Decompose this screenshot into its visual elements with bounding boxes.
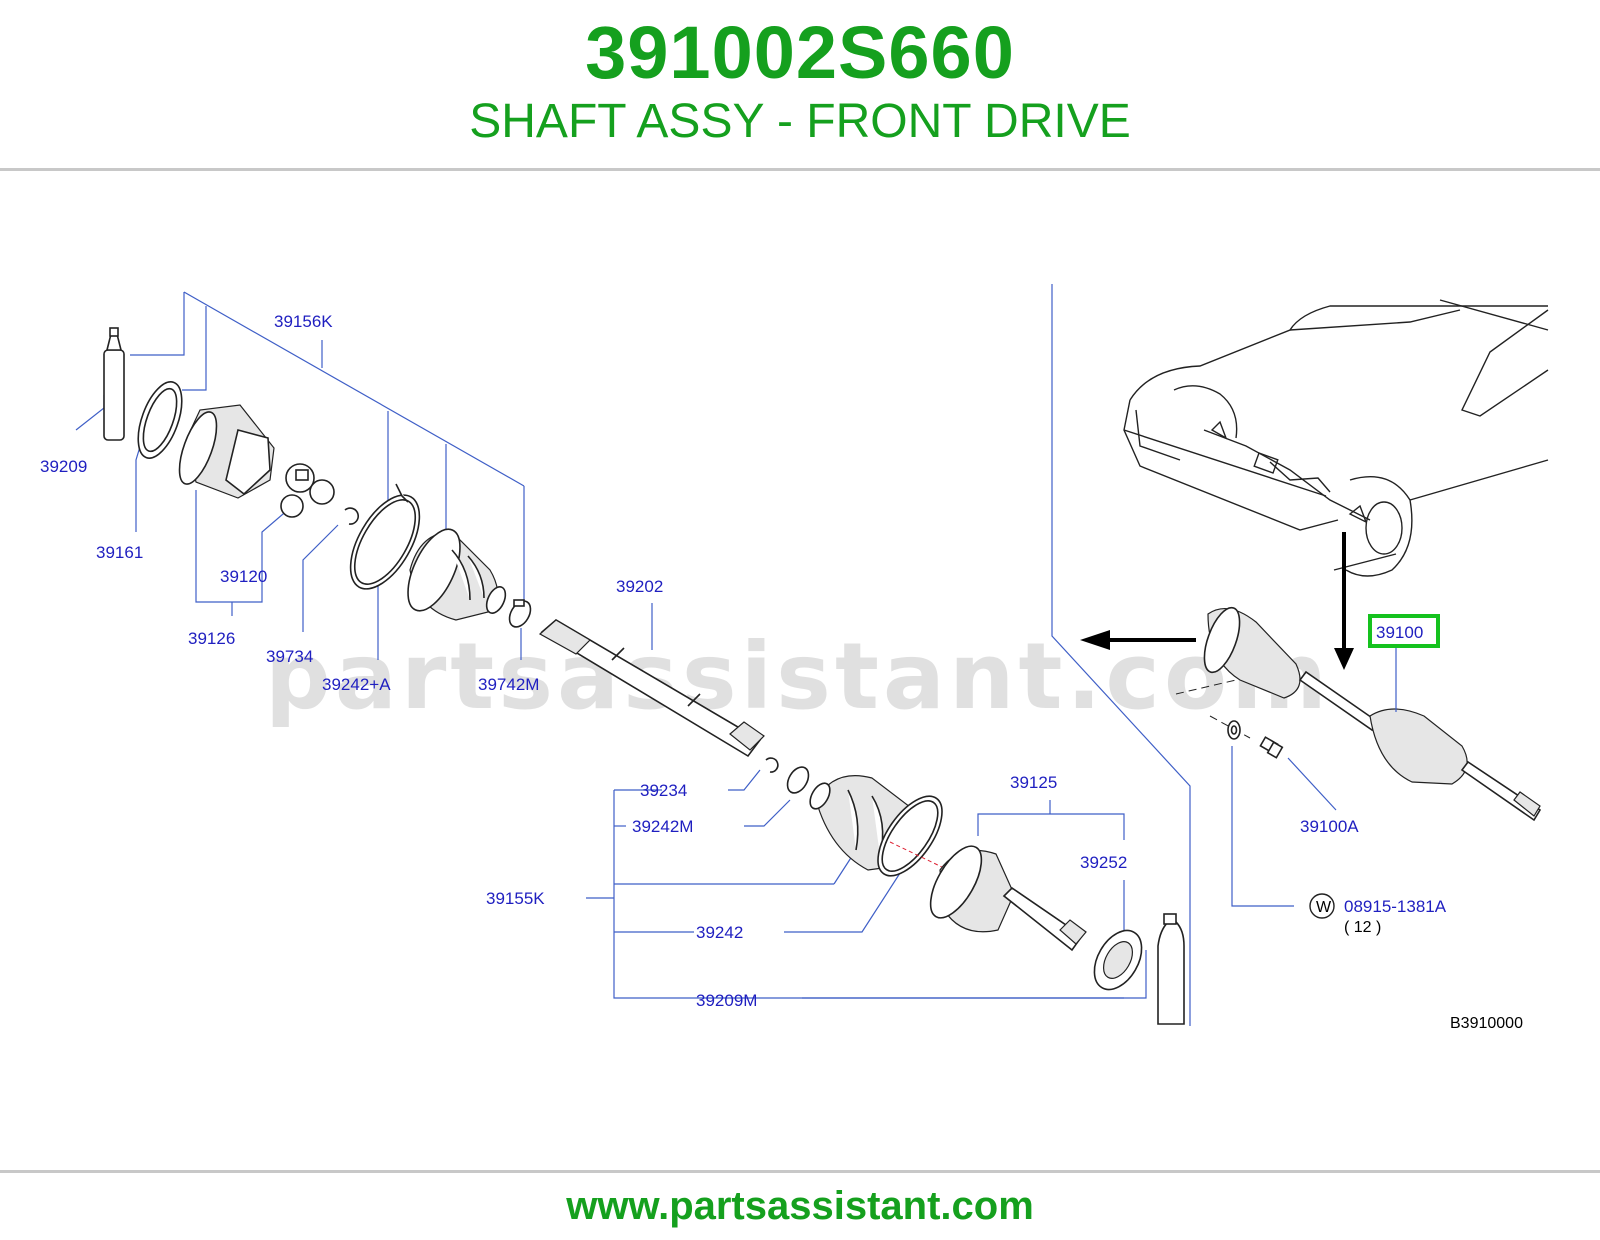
leader-lines-inner-group	[75, 291, 653, 660]
leader-lines-outer-group	[586, 769, 1147, 999]
label-39155K[interactable]: 39155K	[486, 889, 545, 908]
label-39126[interactable]: 39126	[188, 629, 235, 648]
label-39156K[interactable]: 39156K	[274, 312, 333, 331]
label-39209[interactable]: 39209	[40, 457, 87, 476]
part-08915-washer	[1227, 720, 1241, 740]
washer-symbol: W	[1316, 899, 1332, 916]
label-39252[interactable]: 39252	[1080, 853, 1127, 872]
diagram-reference-code: B3910000	[1450, 1015, 1523, 1032]
footer-website-link[interactable]: www.partsassistant.com	[566, 1184, 1034, 1228]
part-39126-housing	[178, 404, 275, 499]
label-39734[interactable]: 39734	[266, 647, 313, 666]
part-39242M-clamp	[786, 766, 810, 794]
part-number-title: 391002S660	[585, 11, 1015, 94]
washer-symbol-circle	[1309, 893, 1335, 919]
part-39100-assembly	[1203, 606, 1542, 822]
part-39125-outer-joint	[929, 845, 1087, 952]
divider-line	[1051, 284, 1191, 1026]
label-08915-quantity: ( 12 )	[1344, 919, 1381, 936]
part-name-subtitle: SHAFT ASSY - FRONT DRIVE	[469, 95, 1131, 148]
label-08915-1381A[interactable]: 08915-1381A	[1344, 897, 1447, 916]
part-39120-spider	[280, 463, 335, 518]
label-39242A[interactable]: 39242+A	[322, 675, 391, 694]
part-39242-band	[877, 795, 945, 877]
top-divider	[0, 168, 1600, 171]
label-39125[interactable]: 39125	[1010, 773, 1057, 792]
label-39202[interactable]: 39202	[616, 577, 663, 596]
part-39209-grease-tube	[103, 327, 125, 441]
part-39161-ring	[137, 381, 183, 459]
page-header: 391002S660 SHAFT ASSY - FRONT DRIVE	[0, 0, 1600, 170]
flow-arrows	[1080, 532, 1354, 670]
part-39734-snap-ring	[344, 507, 359, 525]
highlight-box-39100	[1368, 614, 1440, 648]
leader-lines-right	[1175, 648, 1397, 907]
part-39202-shaft	[538, 619, 765, 758]
part-39156K-boot	[407, 528, 507, 621]
label-39100[interactable]: 39100	[1376, 623, 1423, 642]
label-39742M[interactable]: 39742M	[478, 675, 539, 694]
part-39209M-grease-tube	[1157, 913, 1185, 1025]
part-39742M-clamp	[508, 599, 532, 628]
vehicle-illustration	[1123, 299, 1549, 577]
part-39242A-band	[349, 483, 421, 590]
parts-diagram: partsassistant.com	[40, 284, 1549, 1032]
part-39252-seal	[1093, 929, 1143, 991]
bottom-divider	[0, 1170, 1600, 1173]
part-39234-snap-ring	[765, 757, 779, 773]
label-39242M[interactable]: 39242M	[632, 817, 693, 836]
label-39234[interactable]: 39234	[640, 781, 687, 800]
part-39100A-bolt	[1259, 736, 1284, 759]
label-39161[interactable]: 39161	[96, 543, 143, 562]
label-39242[interactable]: 39242	[696, 923, 743, 942]
label-39120[interactable]: 39120	[220, 567, 267, 586]
label-39100A[interactable]: 39100A	[1300, 817, 1359, 836]
label-39209M[interactable]: 39209M	[696, 991, 757, 1010]
